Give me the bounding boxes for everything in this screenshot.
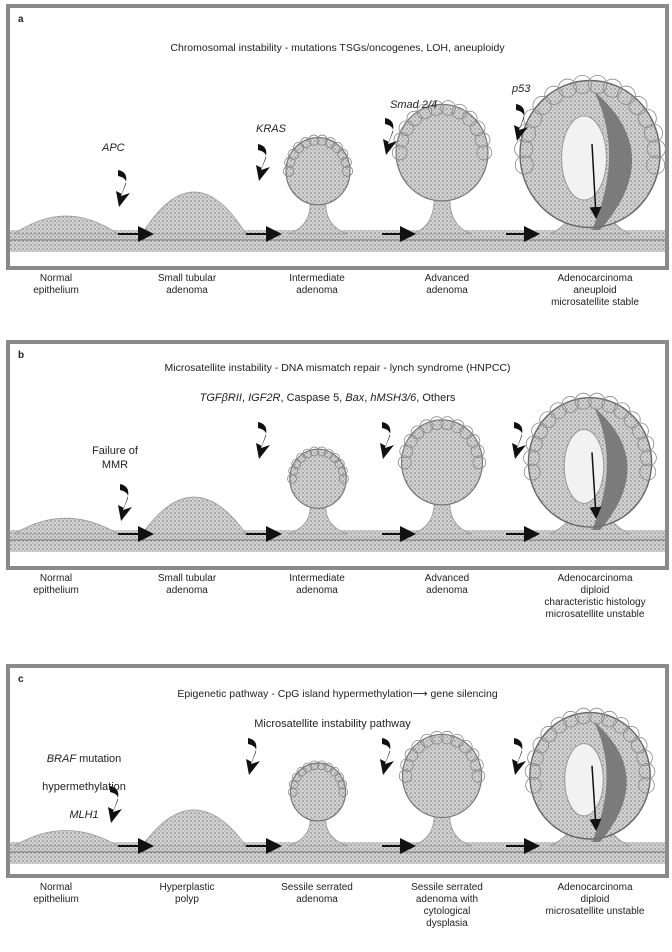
stage-captions-c: Normal epithelium Hyperplastic polyp Ses… bbox=[0, 882, 672, 952]
gene-label-apc: APC bbox=[102, 142, 125, 154]
polyp-head bbox=[290, 449, 346, 508]
trigger-label: BRAF mutation hypermethylation MLH1 bbox=[24, 738, 144, 822]
gene-list: TGFβRII, IGF2R, Caspase 5, Bax, hMSH3/6,… bbox=[0, 392, 665, 404]
stage-caption: Normal epithelium bbox=[6, 273, 106, 297]
mutation-arrow bbox=[256, 144, 270, 181]
tissue-mound bbox=[142, 810, 246, 846]
gene-label-kras: KRAS bbox=[256, 123, 286, 135]
stage-captions-b: Normal epithelium Small tubular adenoma … bbox=[0, 573, 672, 643]
stage-caption: Sessile serrated adenoma with cytologica… bbox=[392, 882, 502, 930]
stage-caption: Intermediate adenoma bbox=[262, 273, 372, 297]
mutation-arrow bbox=[512, 738, 526, 775]
mutation-arrow bbox=[380, 738, 394, 775]
mutation-arrow bbox=[116, 170, 130, 207]
stage-caption: Normal epithelium bbox=[6, 882, 106, 906]
panel-c: c Epigenetic pathway - CpG island hyperm… bbox=[6, 664, 669, 878]
stage-caption: Small tubular adenoma bbox=[132, 273, 242, 297]
tissue-mound bbox=[14, 216, 118, 234]
panel-b: b Microsatellite instability - DNA misma… bbox=[6, 340, 669, 570]
mutation-arrow bbox=[512, 422, 526, 459]
panel-a: a Chromosomal instability - mutations TS… bbox=[6, 4, 669, 270]
polyp-head bbox=[402, 734, 481, 817]
stage-caption: Adenocarcinoma diploid characteristic hi… bbox=[520, 573, 670, 621]
tissue-mound bbox=[14, 831, 118, 846]
mutation-arrow bbox=[246, 738, 260, 775]
lumen bbox=[564, 429, 603, 503]
stage-caption: Small tubular adenoma bbox=[132, 573, 242, 597]
lumen bbox=[565, 744, 604, 816]
polyp-head bbox=[396, 104, 488, 201]
stage-caption: Sessile serrated adenoma bbox=[262, 882, 372, 906]
mutation-arrow bbox=[118, 484, 132, 521]
stage-caption: Intermediate adenoma bbox=[262, 573, 372, 597]
tissue-mound bbox=[142, 497, 246, 534]
stage-caption: Adenocarcinoma diploid microsatellite un… bbox=[520, 882, 670, 918]
trigger-label: Failure of MMR bbox=[80, 444, 150, 472]
gene-label-p53: p53 bbox=[512, 83, 530, 95]
stage-caption: Hyperplastic polyp bbox=[132, 882, 242, 906]
stage-captions-a: Normal epithelium Small tubular adenoma … bbox=[0, 273, 672, 343]
stage-caption: Adenocarcinoma aneuploid microsatellite … bbox=[520, 273, 670, 309]
lumen bbox=[562, 116, 607, 200]
tissue-mound bbox=[14, 518, 118, 534]
pathway-subtitle: Microsatellite instability pathway bbox=[0, 718, 665, 730]
stage-caption: Advanced adenoma bbox=[392, 573, 502, 597]
stage-caption: Normal epithelium bbox=[6, 573, 106, 597]
gene-label-smad: Smad 2/4 bbox=[390, 99, 437, 111]
polyp-head bbox=[402, 420, 483, 505]
mutation-arrow bbox=[256, 422, 270, 459]
polyp-head bbox=[286, 138, 350, 205]
stage-caption: Advanced adenoma bbox=[392, 273, 502, 297]
tissue-mound bbox=[142, 192, 246, 234]
mutation-arrow bbox=[380, 422, 394, 459]
polyp-head bbox=[290, 763, 345, 821]
illustration-a bbox=[10, 8, 665, 266]
